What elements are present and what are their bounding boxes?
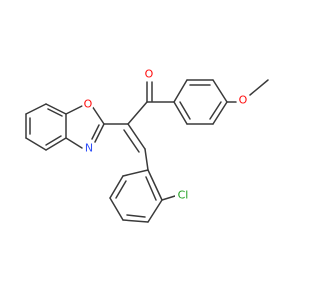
methoxy-oxygen-label: O	[237, 94, 249, 107]
bond	[109, 175, 124, 199]
double-bond-inner	[209, 101, 222, 120]
bond	[161, 195, 176, 201]
double-bond-inner	[115, 180, 127, 199]
carbonyl-oxygen-text: O	[145, 68, 154, 81]
bond	[122, 169, 149, 177]
double-bond-inner	[47, 108, 63, 117]
oxazole-oxygen-text: O	[84, 98, 93, 111]
chlorine-label: Cl	[175, 189, 190, 202]
bond	[109, 197, 124, 221]
double-bond-inner	[126, 214, 146, 218]
bond	[249, 79, 269, 96]
bond	[144, 148, 149, 171]
bond	[173, 79, 188, 103]
bond	[65, 104, 85, 115]
methoxy-oxygen-text: O	[239, 94, 248, 107]
oxazole-nitrogen-label: N	[83, 142, 95, 155]
oxazole-ring	[65, 104, 105, 149]
label-background	[175, 189, 190, 202]
atom-labels: O N O O Cl	[82, 68, 249, 202]
bond	[45, 137, 67, 151]
bond	[91, 105, 105, 125]
bond	[65, 137, 83, 149]
label-background	[237, 94, 249, 106]
bond	[94, 123, 105, 143]
bond	[25, 137, 47, 151]
oxazole-nitrogen-text: N	[85, 142, 93, 155]
bond	[147, 169, 163, 201]
bond	[45, 103, 67, 115]
bond	[127, 101, 148, 125]
double-bond-inner	[145, 176, 157, 201]
double-bond-inner	[123, 129, 140, 153]
central-alkene	[103, 101, 149, 171]
label-background	[82, 98, 94, 110]
carbonyl-group	[146, 81, 175, 103]
bond	[212, 101, 228, 125]
carbonyl-oxygen-label: O	[143, 68, 155, 81]
double-bond-inner	[179, 101, 191, 120]
chlorine-text: Cl	[178, 189, 189, 202]
oxazole-oxygen-label: O	[82, 98, 94, 111]
bond	[173, 101, 188, 125]
chlorophenyl-ring	[109, 169, 176, 223]
double-bond-inner	[45, 135, 62, 146]
label-background	[143, 68, 155, 80]
bond	[127, 123, 146, 150]
bond	[212, 79, 228, 103]
bond	[122, 219, 149, 223]
methoxyphenyl-ring	[173, 79, 269, 125]
benzoxazole-benzene-ring	[25, 103, 67, 151]
molecule-structure-diagram: O N O O Cl	[25, 68, 269, 223]
double-bond-inner	[91, 124, 100, 140]
label-background	[83, 142, 95, 154]
bond	[25, 103, 47, 115]
bond	[147, 199, 163, 223]
